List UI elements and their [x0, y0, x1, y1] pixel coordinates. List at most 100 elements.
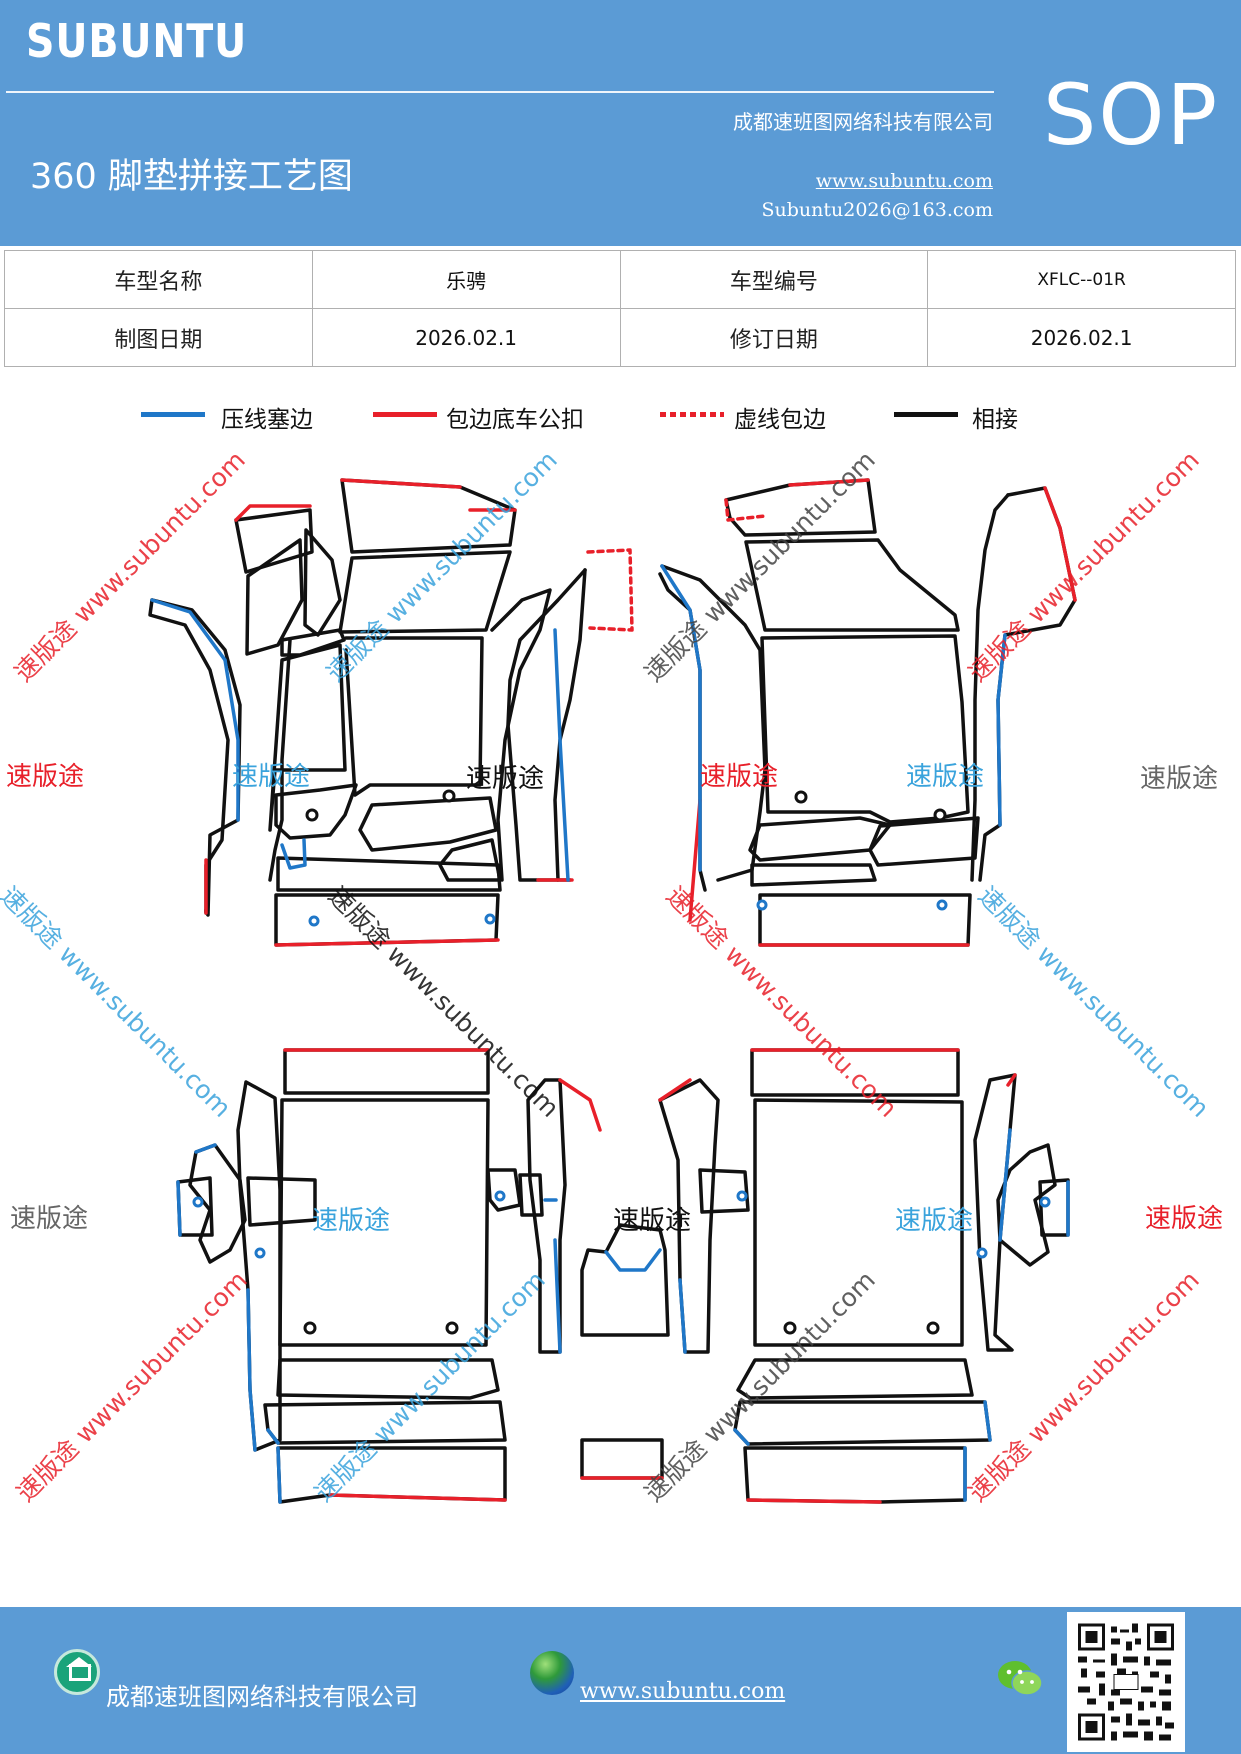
mat-piece [733, 1400, 992, 1446]
mat-hole [756, 899, 768, 911]
mat-hole [736, 1190, 748, 1202]
mat-piece [438, 838, 502, 882]
page-title: 360 脚垫拼接工艺图 [30, 157, 353, 197]
mat-piece [303, 528, 342, 637]
brand-logo: SUBUNTU [26, 14, 248, 68]
mat-piece [996, 1143, 1057, 1267]
red-edge [274, 938, 500, 947]
mat-piece [338, 550, 512, 634]
mat-hole [494, 1190, 506, 1202]
wechat-icon [998, 1661, 1043, 1696]
blue-edge [604, 1248, 662, 1272]
watermark-brand: 速版途 [700, 762, 779, 792]
mat-piece [526, 1078, 567, 1354]
mat-piece [344, 636, 484, 797]
qr-code [1067, 1612, 1185, 1752]
mat-piece [234, 508, 314, 574]
blue-edge [733, 1428, 750, 1446]
mat-piece [736, 1358, 974, 1400]
mat-piece [658, 1078, 720, 1354]
red-dashed-edge [724, 498, 767, 522]
footer-website-link[interactable]: www.subuntu.com [580, 1679, 786, 1704]
revise-date-label: 修订日期 [619, 308, 929, 367]
watermark-brand: 速版途 [10, 1204, 89, 1234]
revise-date-value: 2026.02.1 [927, 308, 1236, 367]
vehicle-info-table: 车型名称 乐骋 车型编号 XFLC--01R 制图日期 2026.02.1 修订… [4, 250, 1236, 367]
mat-piece [553, 568, 587, 882]
globe-icon [530, 1651, 574, 1695]
mat-hole [192, 1196, 204, 1208]
watermark-brand: 速版途 [1145, 1204, 1224, 1234]
floor-mat-diagram: 速版途 速版途 速版途 速版途 速版途 速版途 速版途 速版途 速版途 速版途 … [0, 440, 1241, 1600]
blue-edge [223, 658, 240, 822]
mat-hole [305, 808, 319, 822]
mat-piece [276, 1358, 500, 1400]
mat-piece [973, 1073, 1017, 1352]
mat-hole [308, 915, 320, 927]
mat-piece [283, 1048, 490, 1095]
legend-label: 相接 [972, 407, 1018, 433]
header-banner: SUBUNTU 成都速班图网络科技有限公司 360 脚垫拼接工艺图 www.su… [0, 0, 1241, 246]
model-name-label: 车型名称 [4, 250, 313, 309]
legend-swatch-black [894, 412, 958, 417]
blue-edge [150, 598, 227, 662]
watermark-brand: 速版途 [466, 764, 545, 794]
mat-piece [263, 1400, 507, 1445]
watermark-brand: 速版途 [895, 1206, 974, 1236]
legend-swatch-red-dashed [660, 412, 724, 417]
mat-piece [760, 634, 970, 824]
mat-piece [246, 1176, 317, 1227]
footer-bar: 成都速班图网络科技有限公司 www.subuntu.com [0, 1607, 1241, 1754]
mat-piece [268, 643, 347, 832]
legend-label: 包边底车公扣 [446, 407, 584, 433]
mat-piece [148, 598, 230, 915]
mat-piece [748, 816, 892, 862]
mat-hole [1039, 1196, 1051, 1208]
red-edge [234, 504, 312, 522]
mat-hole [783, 1321, 797, 1335]
mat-hole [794, 790, 808, 804]
blue-edge [266, 1428, 280, 1445]
mat-piece [743, 1446, 967, 1504]
blue-edge [660, 564, 702, 872]
table-row: 车型名称 乐骋 车型编号 XFLC--01R [4, 250, 1236, 309]
blue-edge [246, 1288, 257, 1452]
header-divider [6, 91, 994, 93]
mat-piece [753, 1098, 964, 1347]
mat-piece [358, 796, 498, 852]
blue-edge [194, 1143, 217, 1154]
mat-piece [518, 1173, 544, 1217]
mat-hole [976, 1247, 988, 1259]
model-code-label: 车型编号 [619, 250, 929, 309]
blue-edge [998, 1128, 1012, 1242]
mat-piece [276, 856, 502, 892]
watermark-brand: 速版途 [232, 762, 311, 792]
watermark-brand: 速版途 [1140, 764, 1219, 794]
blue-edge [996, 633, 1007, 827]
legend-swatch-blue [141, 412, 205, 417]
mat-piece [268, 638, 292, 882]
mat-piece [970, 493, 1010, 882]
model-name-value: 乐骋 [311, 250, 621, 309]
red-edge [1043, 486, 1077, 602]
mat-piece [490, 588, 552, 882]
home-icon [54, 1649, 100, 1695]
legend-label: 压线塞边 [221, 407, 313, 433]
mat-piece [274, 783, 358, 840]
draw-date-value: 2026.02.1 [311, 308, 621, 367]
mat-piece [280, 628, 346, 657]
red-edge [788, 478, 870, 487]
website-link[interactable]: www.subuntu.com [815, 170, 993, 192]
mat-piece [868, 816, 980, 867]
mat-piece [486, 1168, 522, 1212]
model-code-value: XFLC--01R [927, 250, 1236, 309]
mat-hole [254, 1247, 266, 1259]
mat-piece [750, 863, 877, 887]
red-edge [558, 1078, 602, 1132]
red-edge [1006, 1073, 1017, 1087]
mat-piece [698, 1168, 750, 1214]
mat-piece [660, 564, 767, 882]
red-edge [340, 478, 462, 489]
mat-piece [236, 1080, 282, 1452]
blue-edge [553, 628, 570, 882]
